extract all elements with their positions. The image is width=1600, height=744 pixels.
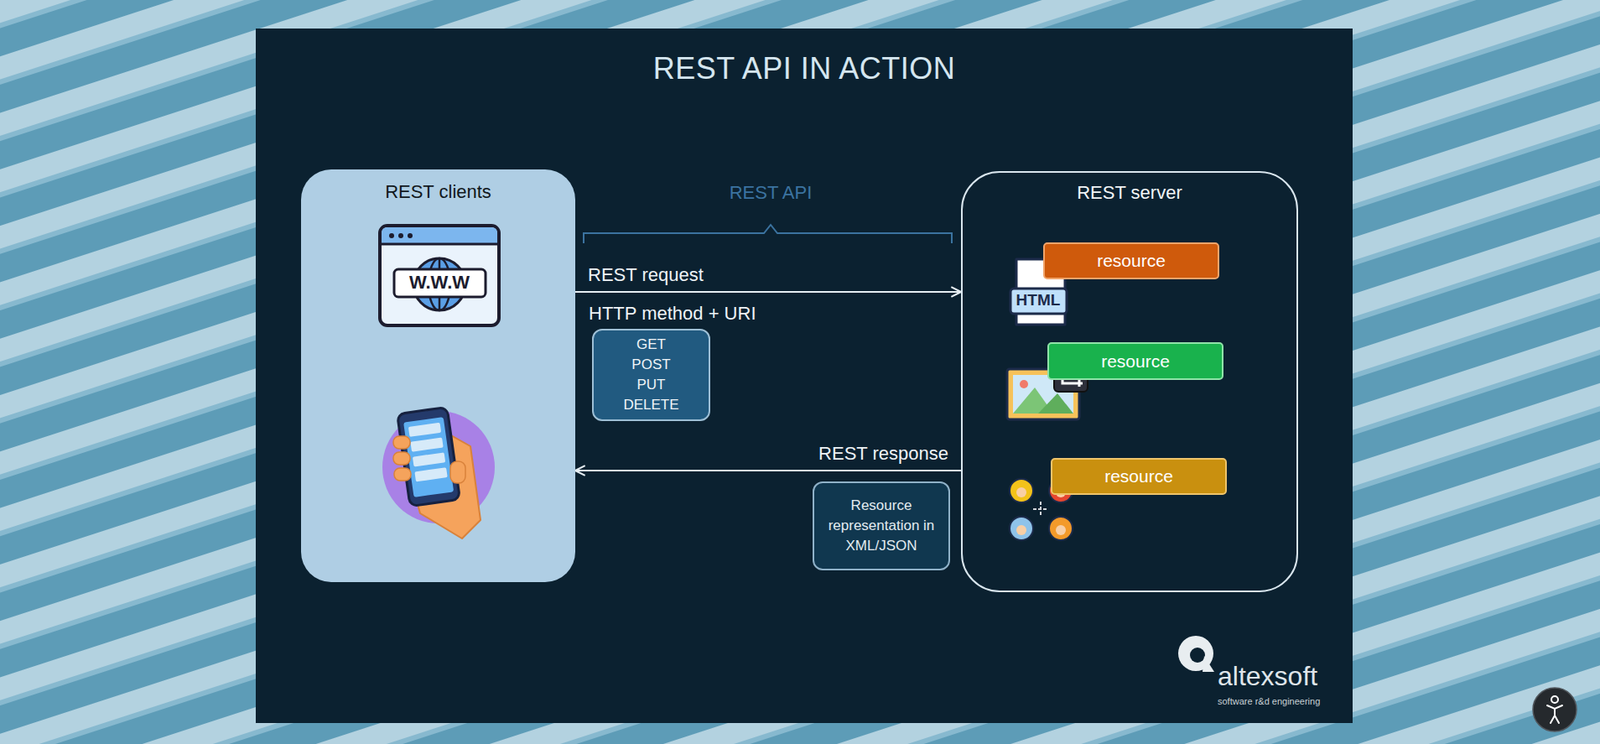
avatar [1009, 516, 1034, 541]
www-plate [394, 269, 486, 297]
avatar [1049, 516, 1073, 541]
phone-screen [403, 416, 454, 498]
people-link [1033, 501, 1049, 517]
sun [1019, 379, 1029, 389]
representation-box: Resource representation in XML/JSON [812, 481, 951, 571]
panel-heading: REST clients [384, 181, 492, 203]
finger [393, 436, 411, 449]
browser-window [379, 225, 499, 326]
logo-mark [1178, 635, 1215, 672]
server-icons [961, 171, 1299, 593]
avatar-face [1016, 487, 1027, 498]
request-arrow [575, 290, 962, 293]
avatar [1009, 478, 1034, 503]
edge-label: REST response [818, 442, 949, 465]
browser-dot [407, 233, 413, 239]
avatar-face [1016, 524, 1027, 536]
box-text: Resource representation in XML/JSON [824, 495, 939, 556]
resource-tag: resource [1050, 457, 1227, 495]
screen-row [414, 467, 447, 482]
accessibility-button [1532, 687, 1577, 732]
screen-row [412, 451, 446, 467]
button-disc [1532, 687, 1577, 732]
logo-circle [1178, 635, 1214, 671]
browser-dot [389, 233, 395, 239]
box-text: GET POST PUT DELETE [623, 334, 679, 416]
api-bracket [583, 224, 952, 244]
brand-tagline: software r&d engineering [1217, 696, 1320, 707]
diagram-title: REST API IN ACTION [255, 50, 1353, 88]
browser-bar-line [379, 243, 499, 246]
html-plate [1010, 288, 1067, 314]
response-arrow [575, 469, 962, 472]
box-text: resource [1101, 350, 1170, 373]
browser-icon [379, 225, 499, 326]
server-panel: REST server resource resource resource [961, 171, 1299, 593]
finger [393, 451, 411, 465]
client-icons [301, 169, 576, 582]
browser-bar [381, 227, 498, 245]
icon-text: HTML [1016, 290, 1061, 310]
method-caption: HTTP method + URI [588, 302, 757, 325]
figure-body [1547, 705, 1563, 723]
phone-icon [382, 406, 495, 539]
logo-hole [1189, 647, 1206, 663]
icon-text: W.W.W [409, 271, 470, 294]
box-text: resource [1096, 249, 1166, 272]
method-box: GET POST PUT DELETE [592, 328, 711, 421]
edge-label: REST request [587, 264, 704, 286]
browser-dot [398, 233, 404, 239]
avatar-face [1055, 524, 1066, 536]
resource-tag: resource [1047, 342, 1224, 380]
thumb [450, 461, 466, 484]
figure-head [1551, 696, 1559, 703]
screen-row [410, 437, 443, 452]
finger [394, 467, 411, 481]
brand-name: altexsoft [1217, 659, 1318, 692]
slide-panel [255, 28, 1353, 723]
panel-heading: REST server [1076, 181, 1183, 204]
box-text: resource [1104, 465, 1174, 488]
logo-tail [1202, 655, 1215, 672]
mountain [1038, 393, 1074, 414]
client-panel: REST clients [301, 169, 576, 582]
resource-tag: resource [1043, 242, 1220, 280]
screen-row [408, 422, 442, 437]
api-label: REST API [729, 181, 813, 204]
